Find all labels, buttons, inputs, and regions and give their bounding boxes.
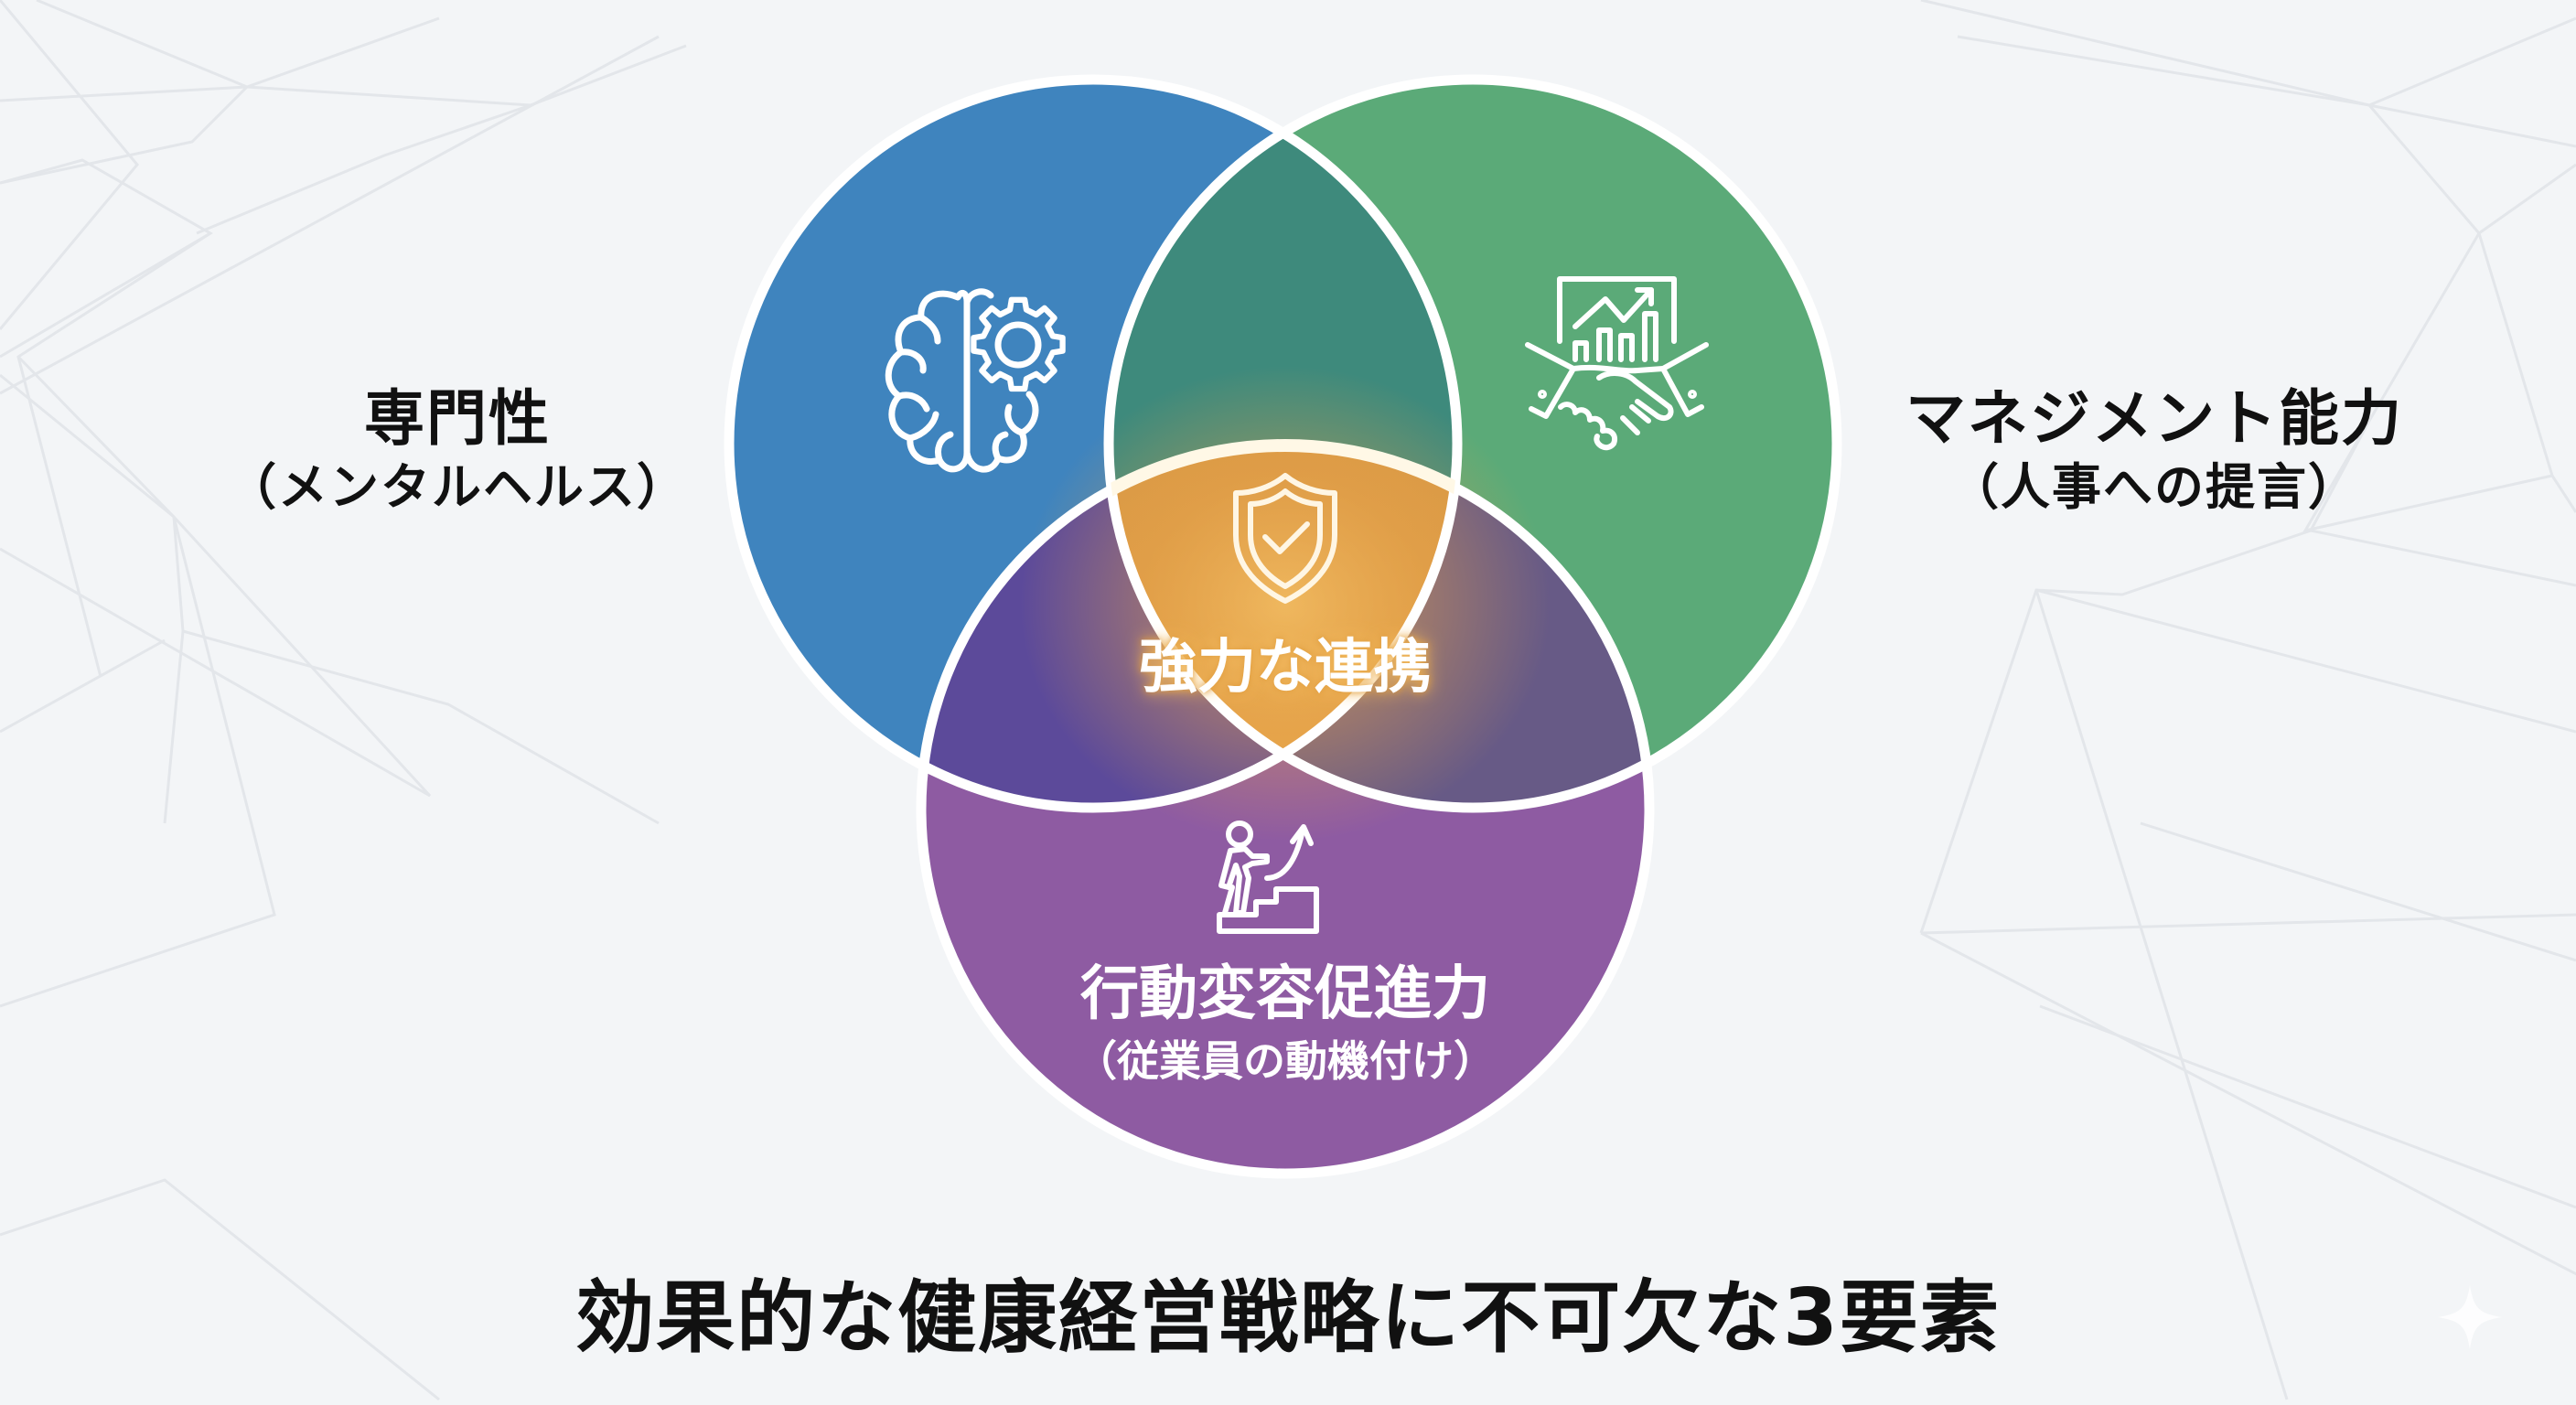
shield-check-icon (1233, 473, 1337, 604)
label-center-text: 強力な連携 (1139, 634, 1432, 702)
page-title: 効果的な健康経営戦略に不可欠な3要素 (575, 1272, 2001, 1364)
brain-gear-icon (885, 288, 1066, 473)
label-expertise: 専門性 （メンタルヘルス） (210, 382, 704, 520)
sparkle-icon (2438, 1285, 2502, 1349)
label-behavior-change-subtitle: （従業員の動機付け） (1075, 1036, 1496, 1086)
person-climbing-stairs-icon (1217, 820, 1319, 934)
label-behavior-change-title: 行動変容促進力 (1080, 960, 1490, 1028)
label-expertise-subtitle: （メンタルヘルス） (227, 458, 688, 516)
label-management: マネジメント能力 （人事への提言） (1866, 382, 2442, 520)
label-management-subtitle: （人事への提言） (1949, 458, 2359, 516)
label-center: 強力な連携 (1011, 631, 1560, 704)
label-management-title: マネジメント能力 (1905, 383, 2403, 454)
label-expertise-title: 専門性 (364, 383, 551, 454)
handshake-chart-icon (1525, 276, 1709, 451)
label-behavior-change: 行動変容促進力 （従業員の動機付け） (965, 956, 1605, 1089)
